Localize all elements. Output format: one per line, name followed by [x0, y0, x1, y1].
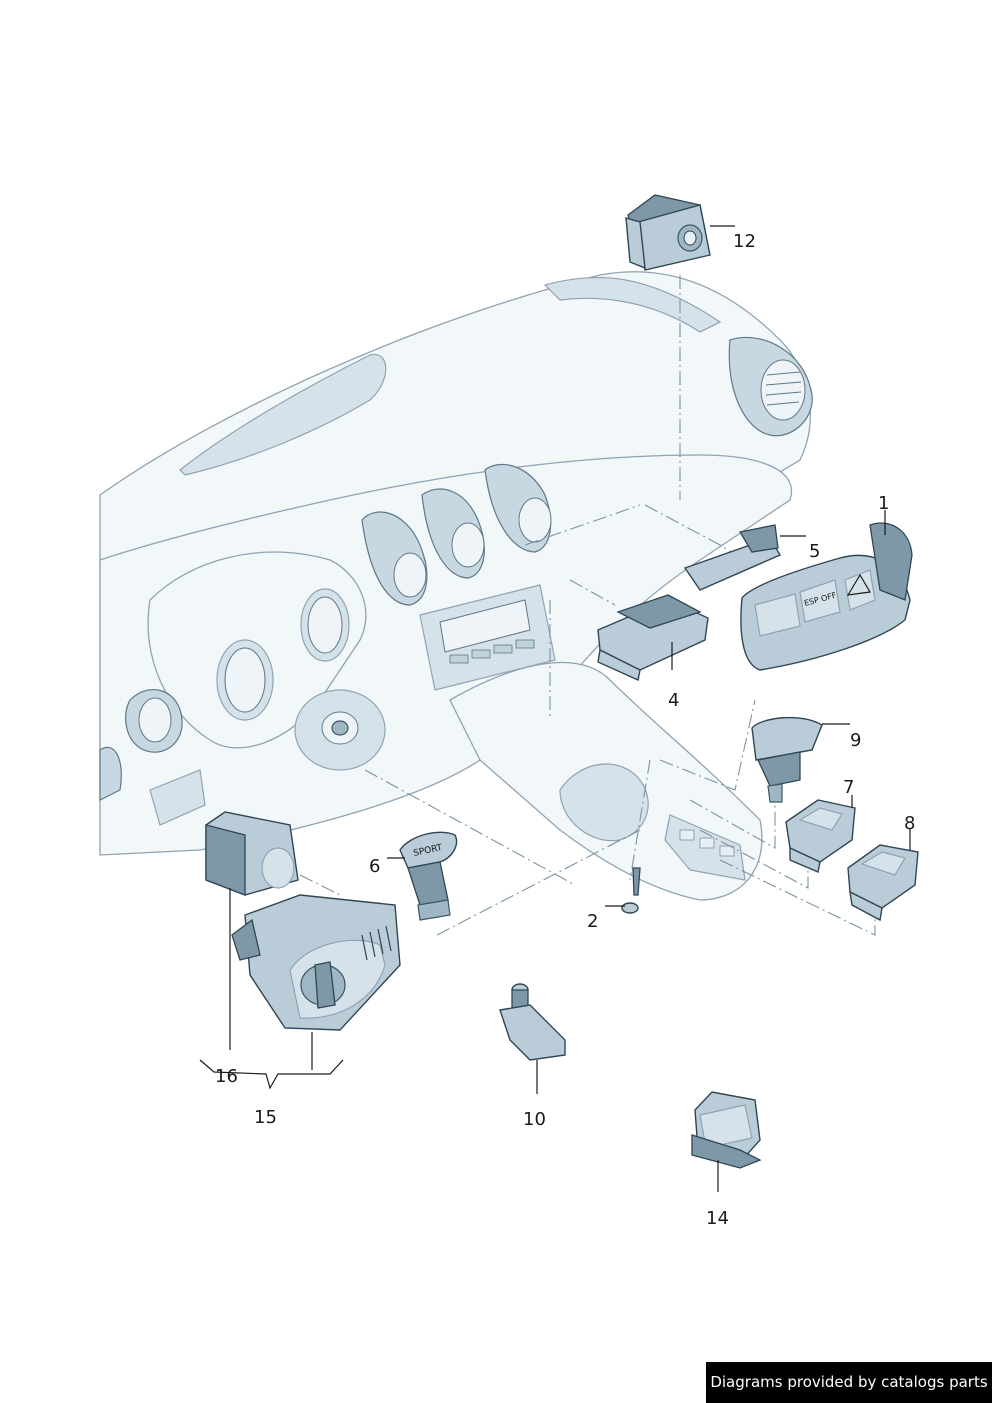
callout-2: 2 — [587, 911, 598, 932]
center-vents — [361, 463, 552, 606]
part-6-sport-button: SPORT — [399, 831, 458, 921]
part-1-switch-panel: ESP OFF — [740, 522, 913, 671]
part-7-switch — [785, 799, 856, 873]
callout-leaders — [199, 225, 911, 1192]
callout-14: 14 — [706, 1208, 729, 1229]
callout-10: 10 — [523, 1109, 546, 1130]
part-9-switch — [751, 716, 823, 803]
part-10-sensor-switch — [499, 983, 566, 1061]
part-14-switch — [691, 1091, 762, 1169]
part-8-switch — [847, 844, 919, 922]
part-4-switch-block — [597, 594, 709, 681]
callout-numbers: 12 1 5 4 9 7 8 6 2 16 15 10 14 — [215, 231, 915, 1229]
dashboard-illustration — [99, 271, 813, 901]
part-5-trim-strip — [683, 524, 782, 591]
callout-6: 6 — [369, 856, 380, 877]
callout-16: 16 — [215, 1066, 238, 1087]
callout-15: 15 — [254, 1107, 277, 1128]
callout-9: 9 — [850, 730, 861, 751]
watermark-banner: Diagrams provided by catalogs parts — [706, 1362, 992, 1403]
callout-5: 5 — [809, 541, 820, 562]
part-2-screw — [621, 867, 641, 914]
part-15-light-switch — [231, 894, 401, 1031]
callout-12: 12 — [733, 231, 756, 252]
callout-7: 7 — [843, 777, 854, 798]
part-16-switch — [205, 811, 299, 896]
callout-8: 8 — [904, 813, 915, 834]
callout-1: 1 — [878, 493, 889, 514]
callout-4: 4 — [668, 690, 679, 711]
part-12-rotary-switch — [625, 194, 711, 271]
